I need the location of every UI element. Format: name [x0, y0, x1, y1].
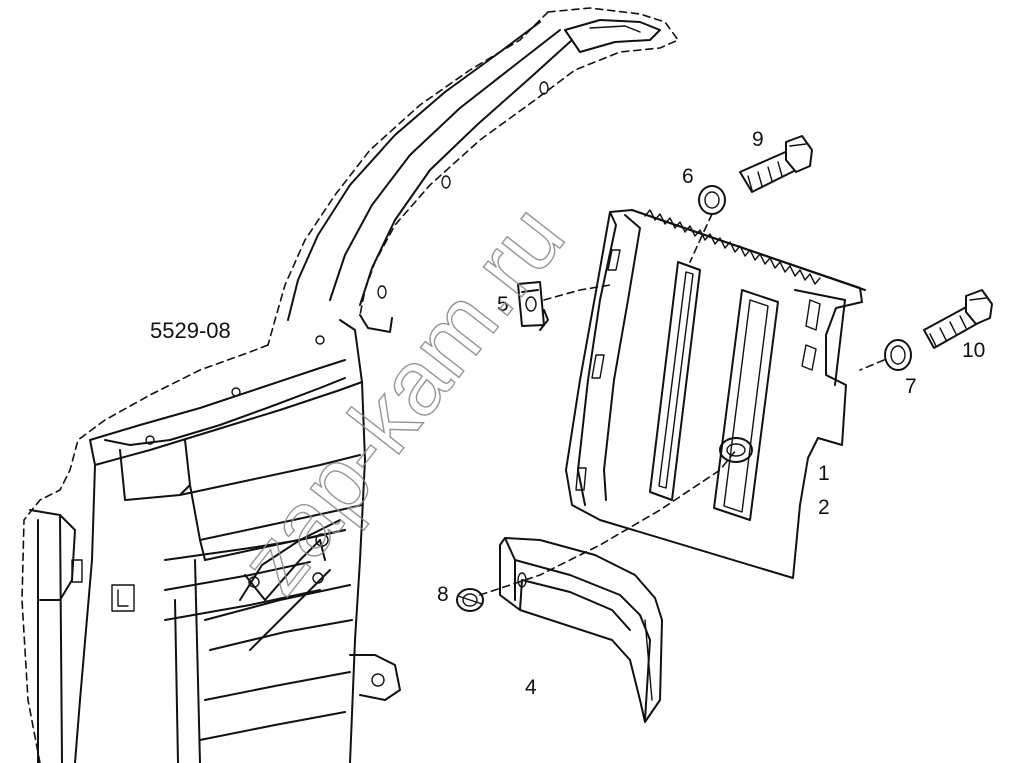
callout-6: 6 — [682, 165, 694, 188]
callout-8: 8 — [437, 583, 449, 606]
bolt-upper — [739, 135, 813, 193]
splash-panel — [565, 209, 866, 579]
fender-assembly — [21, 7, 680, 763]
bolt-lower — [923, 289, 993, 349]
callout-4: 4 — [525, 676, 537, 699]
callout-1: 1 — [818, 462, 830, 485]
assembly-lines — [479, 213, 885, 596]
washer-upper — [698, 185, 726, 215]
assembly-number: 5529-08 — [150, 318, 231, 343]
callout-2: 2 — [818, 496, 830, 519]
callout-5: 5 — [497, 293, 509, 316]
washer-lower — [884, 339, 912, 371]
callout-9: 9 — [752, 128, 764, 151]
clip-nut — [517, 281, 549, 331]
lower-shield — [499, 537, 663, 723]
callout-7: 7 — [905, 375, 917, 398]
callout-10: 10 — [962, 339, 985, 362]
flange-nut — [456, 588, 484, 612]
